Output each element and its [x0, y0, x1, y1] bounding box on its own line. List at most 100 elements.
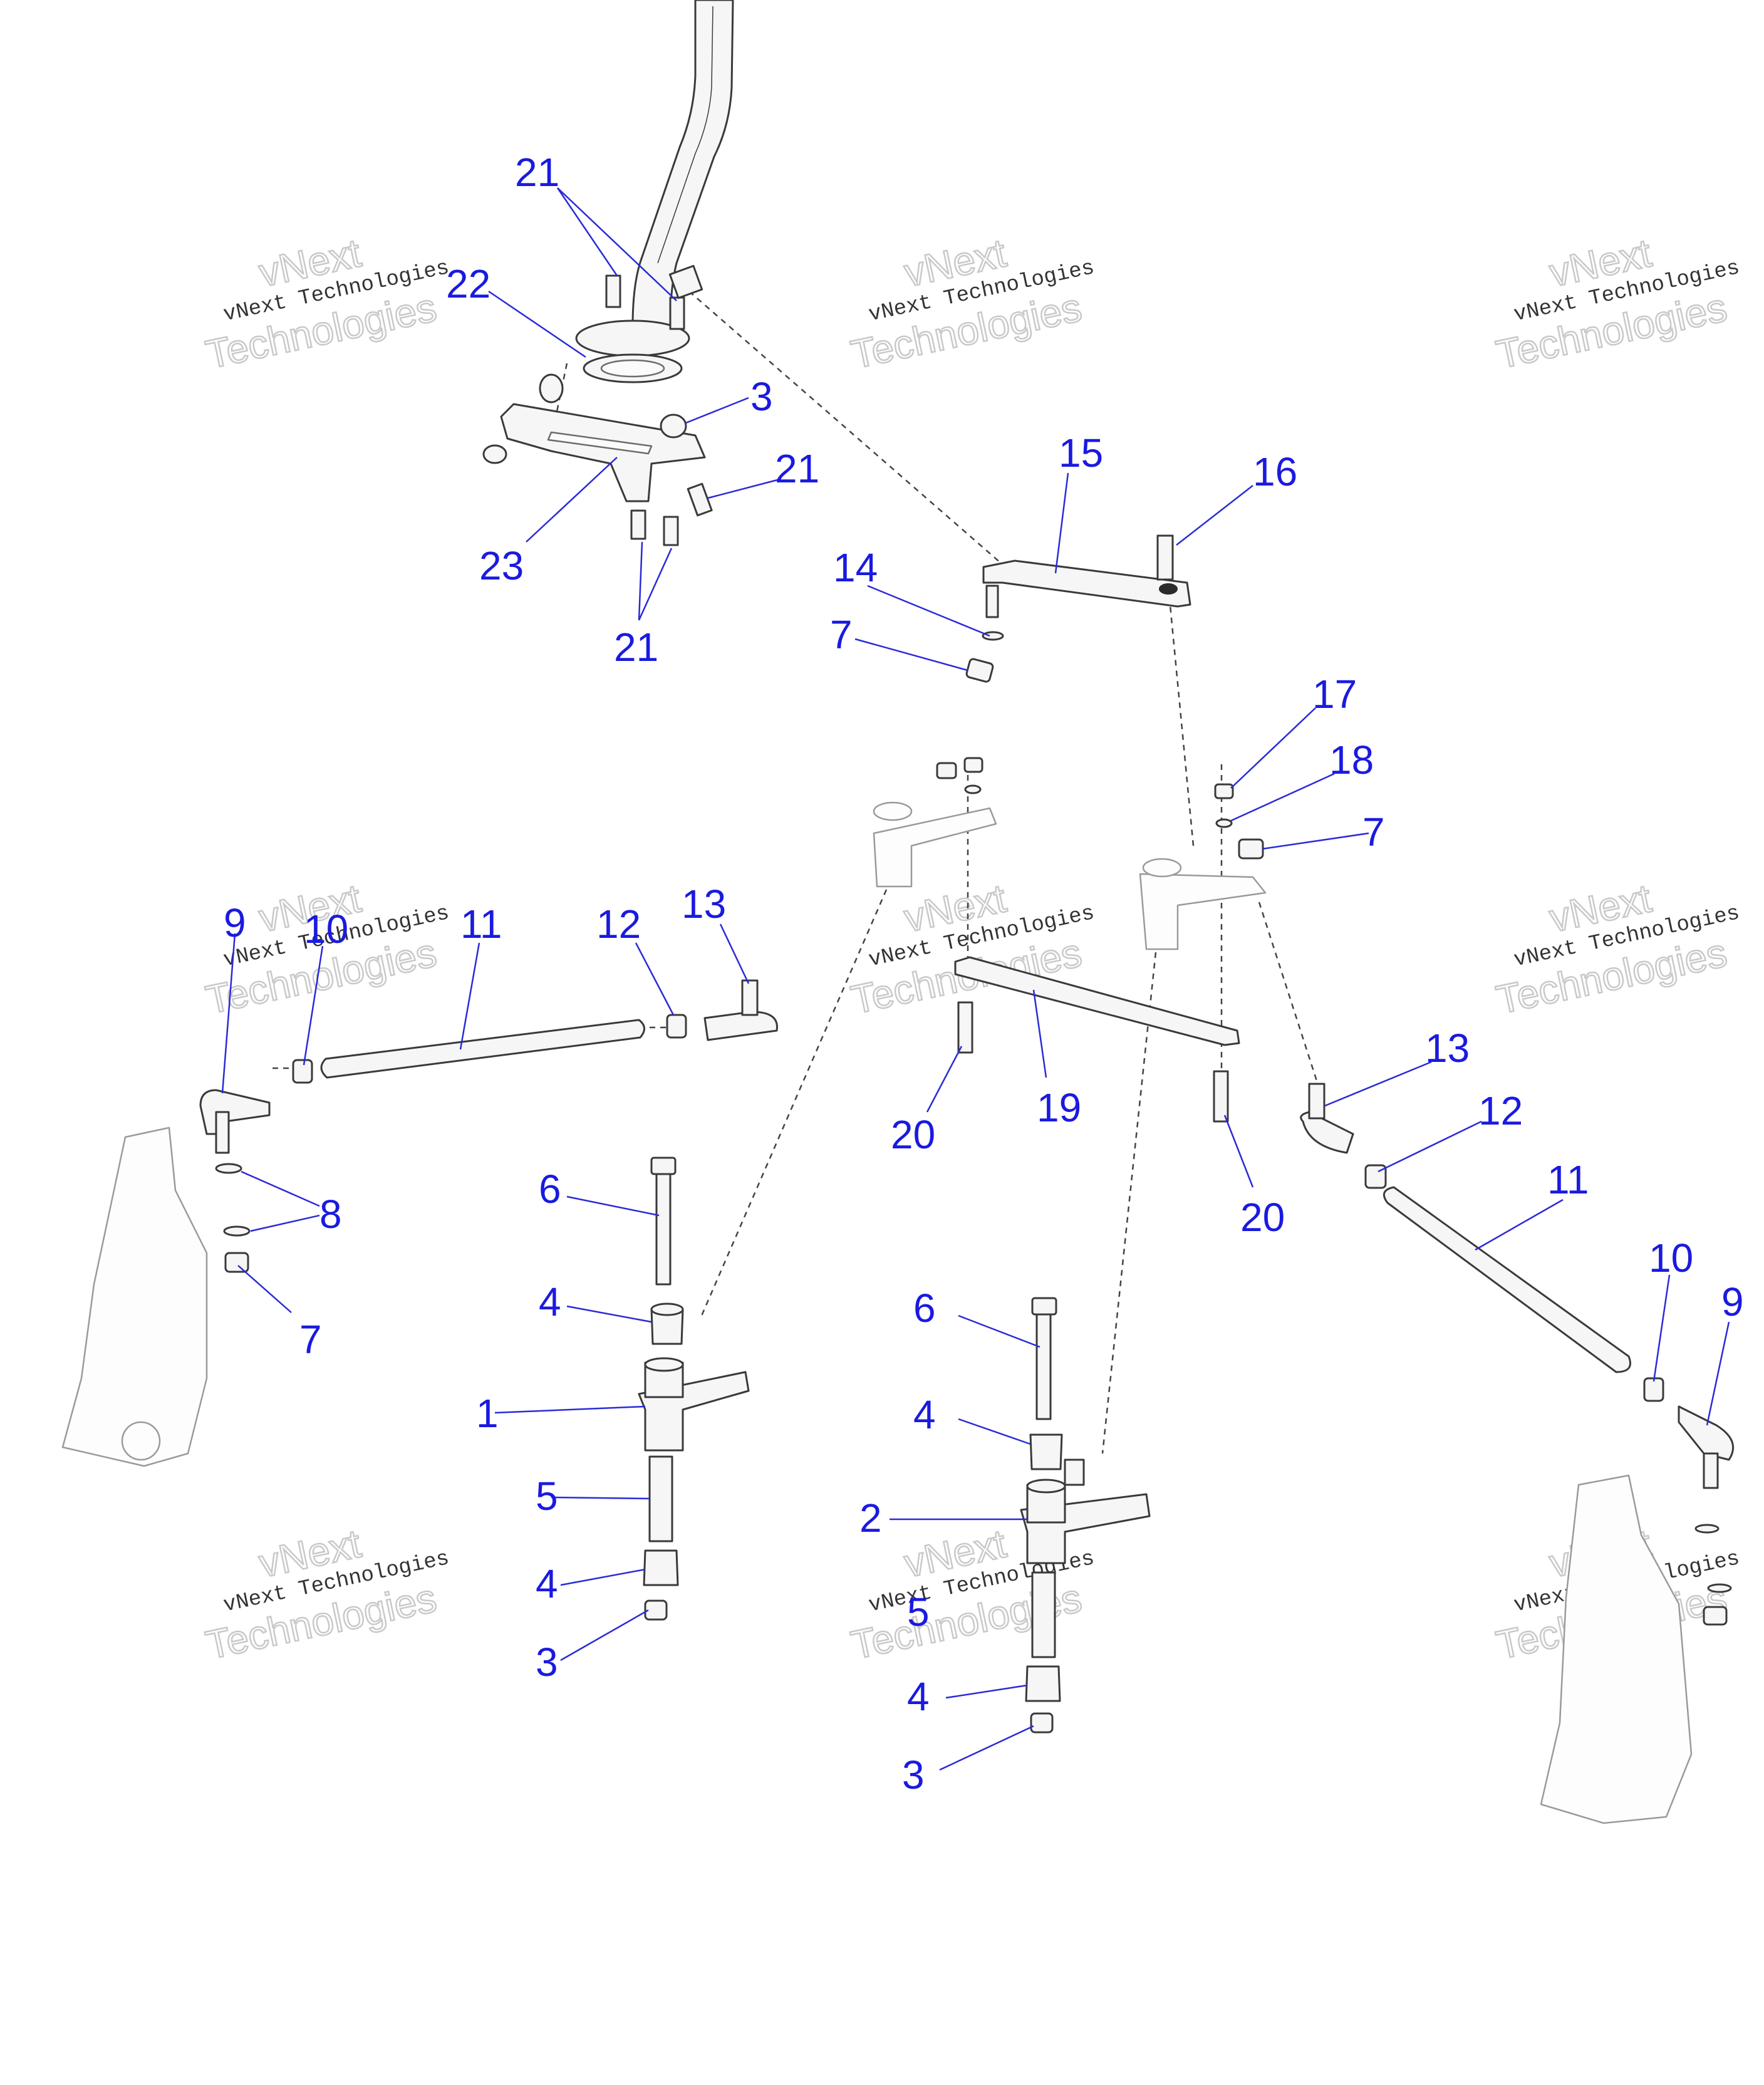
tie-rod-tube-11-left — [320, 1019, 645, 1079]
callout-9-right: 9 — [1721, 1279, 1744, 1324]
nut-7-top — [965, 658, 994, 683]
watermark: vNext vNext Technologies Technologies — [201, 229, 451, 378]
callout-5-left: 5 — [536, 1474, 558, 1519]
knuckle-left — [61, 1126, 208, 1467]
leader-lines — [221, 187, 1730, 1771]
bolt-16 — [1156, 534, 1174, 581]
callout-4-left-bottom: 4 — [536, 1561, 558, 1606]
pitman-arm-assembly — [965, 534, 1191, 683]
sleeve-5-right — [1031, 1571, 1056, 1658]
washer-18-left — [964, 784, 982, 794]
callout-3-right: 3 — [902, 1752, 925, 1797]
callout-3-top: 3 — [750, 374, 773, 419]
idler-arms-ghost — [873, 757, 1267, 950]
callout-7-top: 7 — [830, 612, 853, 657]
callout-21-right: 21 — [775, 446, 819, 491]
sleeve-5-left — [648, 1455, 673, 1542]
steering-column-assembly — [482, 0, 734, 546]
nut-3-left — [644, 1599, 668, 1621]
callout-13-right: 13 — [1425, 1026, 1470, 1071]
nut-17-right — [1214, 783, 1234, 799]
nut-3-top — [660, 413, 687, 439]
callout-labels: 21 22 3 21 23 21 15 16 14 7 17 18 7 9 10… — [224, 150, 1744, 1797]
stud-14 — [985, 585, 999, 618]
idler-arm-1-boss-top — [644, 1357, 684, 1372]
idler-arm-ghost-right — [1139, 873, 1267, 950]
left-tie-rod-assembly — [199, 979, 778, 1154]
washer-8-left-a — [215, 1163, 242, 1174]
tie-rod-end-13-stud — [741, 979, 759, 1016]
rivet-left — [482, 444, 507, 464]
nut-17-left-a — [936, 762, 957, 779]
right-tie-rod-assembly — [1300, 1083, 1735, 1489]
callout-1: 1 — [476, 1391, 499, 1436]
callout-8-left: 8 — [319, 1192, 342, 1237]
nut-7-right — [1238, 838, 1264, 860]
right-knuckle-ghost — [1540, 1474, 1732, 1824]
callout-4-left-top: 4 — [539, 1279, 561, 1324]
bolt-20-left — [957, 1001, 973, 1054]
pitman-arm-hole — [1159, 583, 1178, 595]
right-idler-stack — [1020, 1297, 1151, 1734]
callout-20-left: 20 — [891, 1112, 935, 1157]
callout-6-right: 6 — [913, 1286, 936, 1331]
callout-14: 14 — [833, 545, 878, 590]
callout-21-top: 21 — [515, 150, 559, 195]
bolt-6-right-head — [1031, 1297, 1057, 1316]
callout-18: 18 — [1329, 737, 1374, 783]
callout-4-right-top: 4 — [913, 1392, 936, 1437]
bolt-21-lower-b — [663, 516, 679, 546]
bolt-6-right — [1035, 1302, 1052, 1420]
tie-rod-end-13-right-stud — [1308, 1083, 1326, 1120]
washer-22-inner — [600, 359, 665, 378]
left-idler-stack — [638, 1157, 750, 1621]
bolt-21-lower-a — [630, 509, 646, 540]
steering-shaft-highlight — [657, 6, 713, 264]
tie-rod-end-13-left — [703, 1011, 778, 1041]
tie-rod-end-13-right — [1300, 1111, 1354, 1154]
tie-rod-tube-11-right — [1383, 1186, 1631, 1373]
bushing-4-left-top-cap — [650, 1302, 684, 1316]
watermark: vNext vNext Technologies Technologies — [201, 1520, 451, 1668]
callout-22: 22 — [446, 261, 490, 306]
callout-19: 19 — [1037, 1085, 1081, 1130]
watermark: vNext vNext Technologies Technologies — [1492, 229, 1741, 378]
washer-8-right-a — [1694, 1524, 1720, 1534]
bushing-4-right-bottom — [1025, 1665, 1061, 1702]
callout-5-right: 5 — [907, 1589, 930, 1635]
jam-nut-10-left — [292, 1059, 313, 1084]
callout-10-left: 10 — [304, 907, 348, 952]
idler-arm-ghost-right-boss — [1142, 858, 1182, 878]
watermark: vNext vNext Technologies Technologies — [846, 229, 1096, 378]
bushing-4-right-top — [1029, 1433, 1063, 1470]
callout-17: 17 — [1312, 672, 1357, 717]
spacer-left — [539, 373, 564, 403]
idler-arm-ghost-left-boss — [873, 801, 913, 821]
washer-18-right — [1215, 818, 1233, 828]
washer-8-left-b — [223, 1225, 251, 1237]
bracket-23 — [500, 403, 706, 502]
bolt-6-left-head — [650, 1157, 677, 1175]
nut-3-right — [1030, 1712, 1054, 1734]
jam-nut-12-left — [666, 1014, 687, 1039]
callout-13-left: 13 — [682, 881, 726, 927]
callout-16: 16 — [1253, 449, 1297, 494]
callout-12-left: 12 — [596, 902, 641, 947]
left-knuckle-ghost — [61, 1126, 251, 1467]
washer-8-right-b — [1707, 1583, 1732, 1593]
bolt-21-right — [669, 296, 685, 330]
nut-17-left-b — [963, 757, 983, 773]
bolt-21-left — [605, 274, 621, 308]
nut-7-left — [224, 1252, 249, 1273]
watermark: vNext vNext Technologies Technologies — [1492, 875, 1741, 1023]
callout-6-left: 6 — [539, 1167, 561, 1212]
nut-7-right-lower — [1703, 1606, 1728, 1626]
jam-nut-10-right — [1643, 1377, 1664, 1402]
callout-20-right: 20 — [1240, 1195, 1285, 1240]
assembly-guide-lines — [272, 291, 1323, 1454]
callout-12-right: 12 — [1478, 1088, 1523, 1133]
callout-10-right: 10 — [1649, 1235, 1693, 1281]
callout-3-left: 3 — [536, 1640, 558, 1685]
watermark-group: vNext vNext Technologies Technologies vN… — [201, 229, 1741, 1668]
